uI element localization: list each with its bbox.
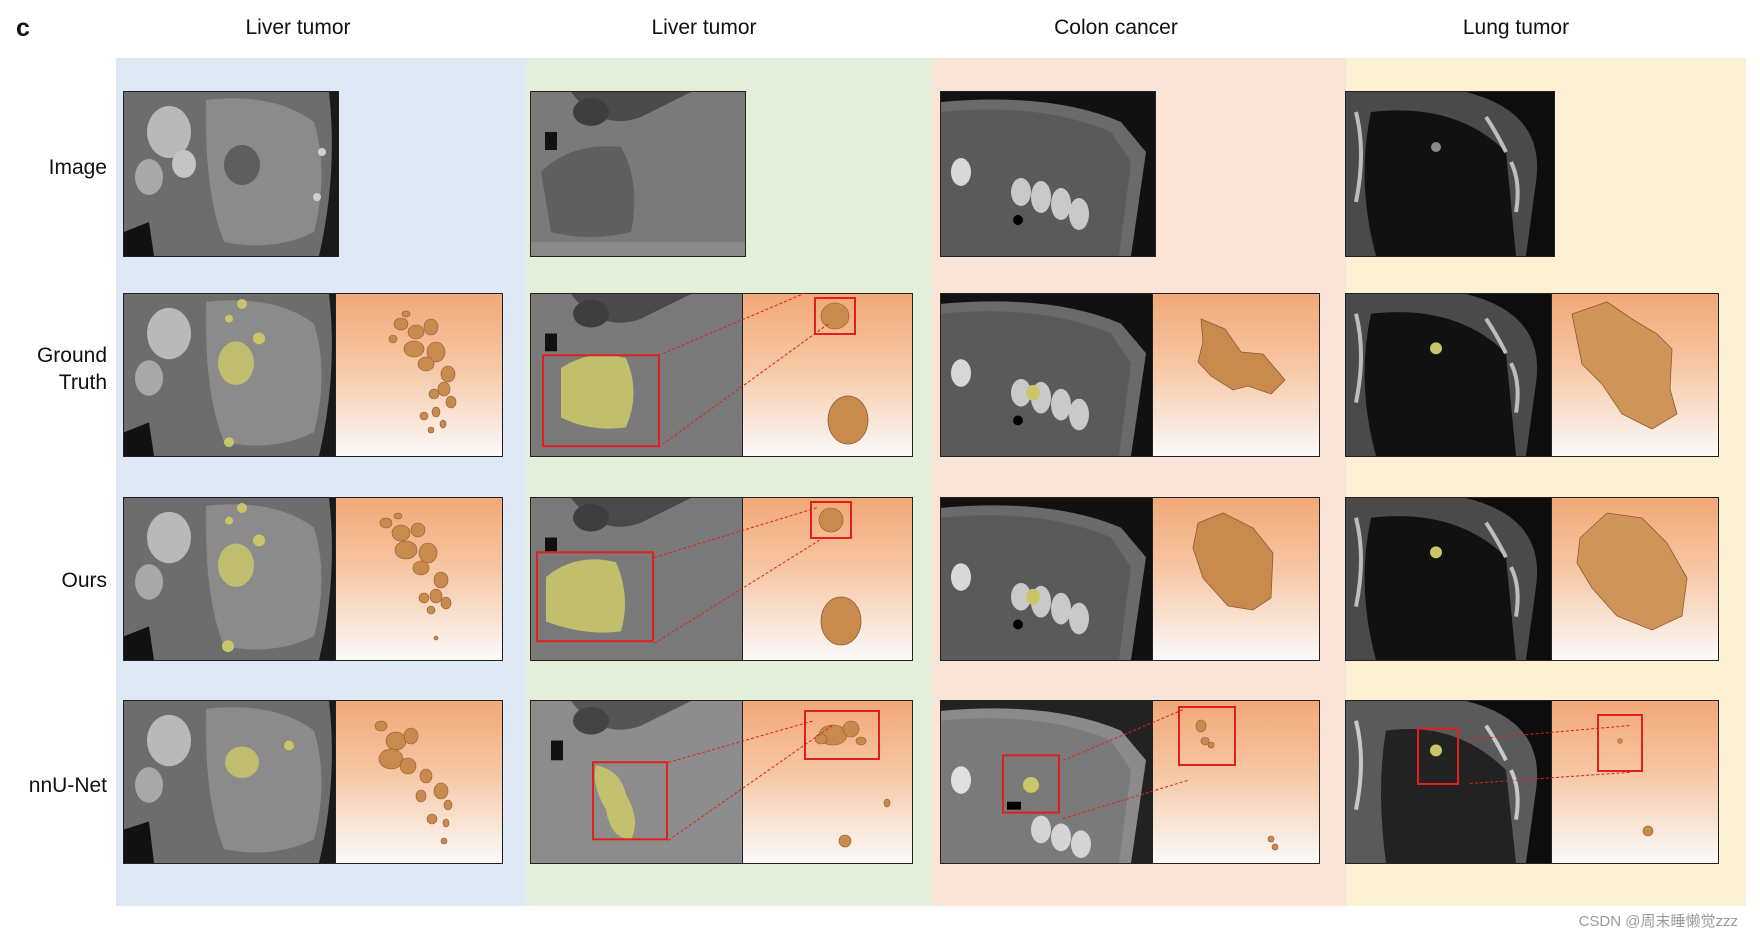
column-title-liver-1: Liver tumor <box>245 16 351 39</box>
3d-render-ground-truth-lung <box>1551 293 1719 457</box>
ct-ground-truth-colon <box>940 293 1156 457</box>
3d-render-ours-liver-2 <box>742 497 913 661</box>
3d-render-ground-truth-liver-1 <box>335 293 503 457</box>
ct-nnunet-liver-2 <box>530 700 746 864</box>
3d-render-ground-truth-colon <box>1152 293 1320 457</box>
ct-nnunet-colon <box>940 700 1156 864</box>
column-title-liver-2: Liver tumor <box>651 16 757 39</box>
ct-nnunet-lung <box>1345 700 1555 864</box>
3d-render-ours-lung <box>1551 497 1719 661</box>
row-label-nnunet: nnU-Net <box>28 774 107 797</box>
ct-ours-colon <box>940 497 1156 661</box>
3d-render-nnunet-liver-1 <box>335 700 503 864</box>
3d-render-ground-truth-liver-2 <box>742 293 913 457</box>
ct-image-colon <box>940 91 1156 257</box>
ct-image-liver-1 <box>123 91 339 257</box>
ct-ground-truth-liver-1 <box>123 293 339 457</box>
3d-render-ours-colon <box>1152 497 1320 661</box>
ct-image-lung <box>1345 91 1555 257</box>
ct-ground-truth-lung <box>1345 293 1555 457</box>
3d-render-nnunet-lung <box>1551 700 1719 864</box>
watermark: CSDN @周末睡懒觉zzz <box>1578 913 1738 930</box>
3d-render-ours-liver-1 <box>335 497 503 661</box>
panel-letter: c <box>16 14 30 42</box>
row-label-ground-truth: Ground Truth <box>36 344 107 394</box>
ct-ours-lung <box>1345 497 1555 661</box>
column-title-colon: Colon cancer <box>1054 16 1178 39</box>
3d-render-nnunet-colon <box>1152 700 1320 864</box>
ct-ours-liver-1 <box>123 497 339 661</box>
row-label-ours: Ours <box>61 569 107 592</box>
ct-ours-liver-2 <box>530 497 746 661</box>
column-title-lung: Lung tumor <box>1462 16 1570 39</box>
ct-nnunet-liver-1 <box>123 700 339 864</box>
row-label-image: Image <box>48 156 107 179</box>
ct-image-liver-2 <box>530 91 746 257</box>
ct-ground-truth-liver-2 <box>530 293 746 457</box>
3d-render-nnunet-liver-2 <box>742 700 913 864</box>
